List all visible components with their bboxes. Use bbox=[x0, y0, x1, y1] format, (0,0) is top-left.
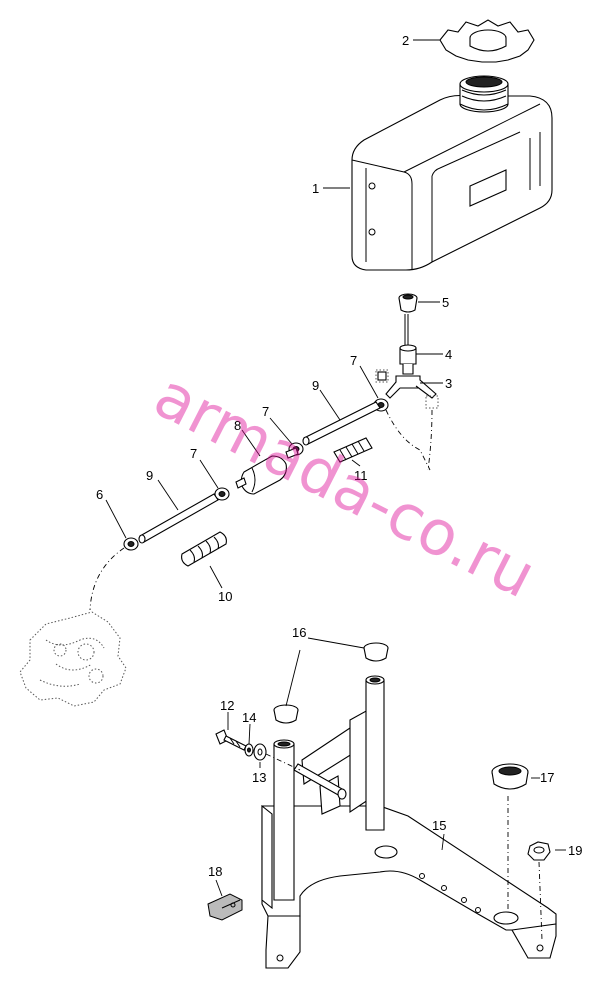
bolt-12 bbox=[215, 729, 247, 751]
nut-19 bbox=[527, 841, 551, 861]
spacer-13 bbox=[253, 743, 267, 761]
label-part-17: 17 bbox=[540, 770, 554, 785]
label-part-11: 11 bbox=[354, 468, 368, 483]
label-part-2: 2 bbox=[402, 33, 409, 48]
fuel-tank bbox=[351, 75, 553, 271]
label-part-12: 12 bbox=[220, 698, 234, 713]
engine-phantom bbox=[19, 611, 127, 707]
watermark: armada-co.ru bbox=[143, 358, 547, 612]
label-part-8: 8 bbox=[234, 418, 241, 433]
part-labels: 2 1 5 4 3 7 9 7 8 11 7 9 6 10 16 12 14 1… bbox=[96, 33, 582, 879]
clip-18 bbox=[207, 893, 243, 921]
spring-11 bbox=[333, 437, 373, 463]
label-part-3: 3 bbox=[445, 376, 452, 391]
label-part-15: 15 bbox=[432, 818, 446, 833]
fuel-cap bbox=[439, 19, 535, 63]
mounting-frame bbox=[261, 675, 557, 969]
label-part-10: 10 bbox=[218, 589, 232, 604]
label-part-6: 6 bbox=[96, 487, 103, 502]
tube-cap-16b bbox=[273, 704, 299, 724]
fuel-hose-9-upper bbox=[302, 401, 381, 446]
label-part-19: 19 bbox=[568, 843, 582, 858]
grommet-17 bbox=[491, 763, 529, 790]
label-part-9a: 9 bbox=[312, 378, 319, 393]
spring-10 bbox=[181, 531, 227, 567]
fuel-hose-9-lower bbox=[138, 493, 219, 544]
leader-lines bbox=[105, 39, 566, 897]
fuel-tee bbox=[375, 369, 439, 409]
label-part-14: 14 bbox=[242, 710, 256, 725]
label-part-7b: 7 bbox=[262, 404, 269, 419]
label-part-13: 13 bbox=[252, 770, 266, 785]
label-part-1: 1 bbox=[312, 181, 319, 196]
hose-clamp-7a bbox=[214, 487, 230, 501]
fuel-valve bbox=[399, 344, 417, 375]
label-part-18: 18 bbox=[208, 864, 222, 879]
hose-clamp-6 bbox=[123, 537, 139, 551]
grommet-5 bbox=[398, 293, 418, 313]
fuel-filter bbox=[235, 447, 299, 495]
label-part-5: 5 bbox=[442, 295, 449, 310]
label-part-9b: 9 bbox=[146, 468, 153, 483]
label-part-16: 16 bbox=[292, 625, 306, 640]
washer-14 bbox=[244, 743, 254, 757]
label-part-4: 4 bbox=[445, 347, 452, 362]
tube-cap-16a bbox=[363, 642, 389, 662]
label-part-7a: 7 bbox=[190, 446, 197, 461]
label-part-7c: 7 bbox=[350, 353, 357, 368]
